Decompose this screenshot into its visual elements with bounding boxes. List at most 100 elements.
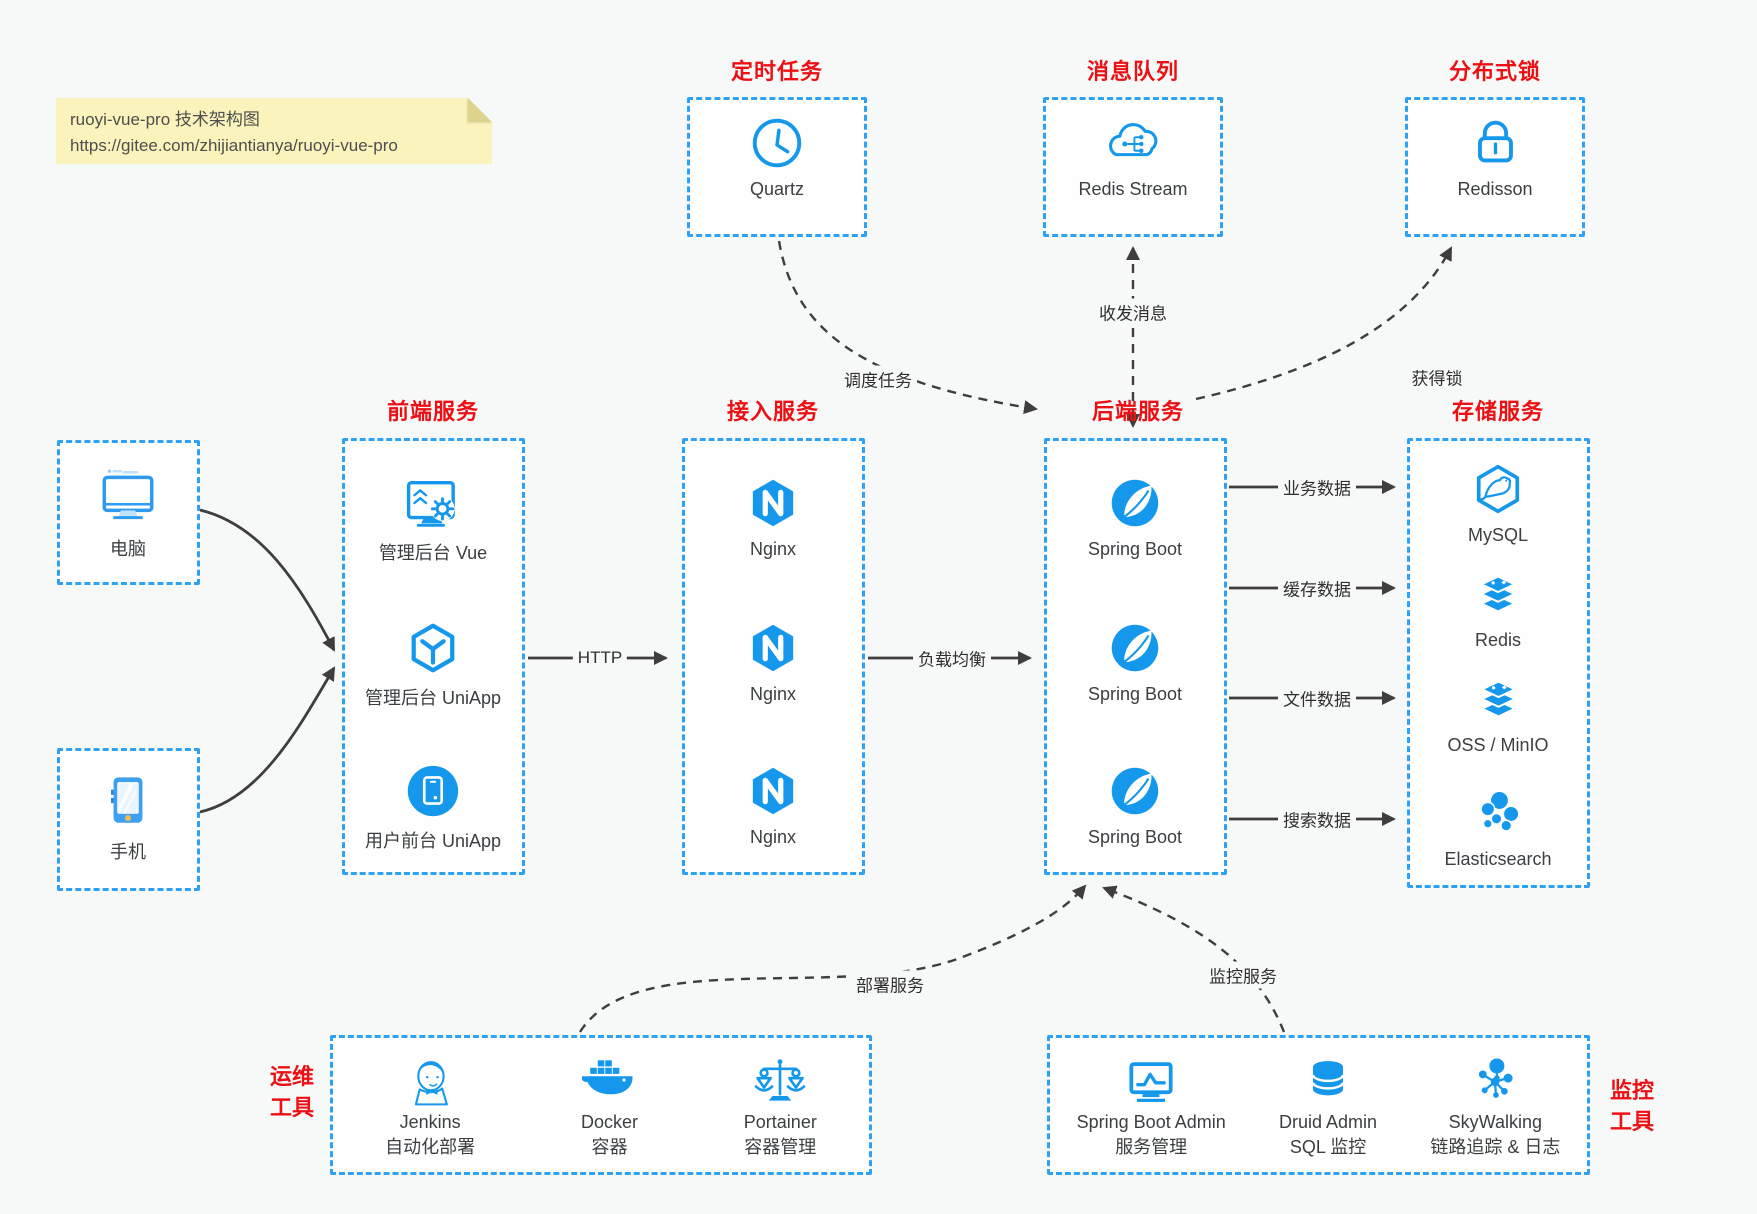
oss-minio-icon bbox=[1479, 680, 1517, 718]
note-url: https://gitee.com/zhijiantianya/ruoyi-vu… bbox=[70, 136, 398, 156]
sticky-note: ruoyi-vue-pro 技术架构图 https://gitee.com/zh… bbox=[56, 98, 492, 164]
node-spring-boot-3: Spring Boot bbox=[1088, 760, 1182, 848]
ops-item-desc: 容器管理 bbox=[744, 1137, 817, 1158]
edge-label-schedule-task: 调度任务 bbox=[839, 365, 917, 393]
box-distributed-lock bbox=[1405, 97, 1585, 237]
node-label: Spring Boot bbox=[1087, 539, 1183, 559]
title-scheduled-task: 定时任务 bbox=[730, 59, 824, 84]
node-nginx-2: Nginx bbox=[742, 617, 804, 705]
monitoring-item-desc: SQL 监控 bbox=[1289, 1137, 1367, 1158]
edge-label-search-data: 搜索数据 bbox=[1278, 805, 1356, 833]
nginx-icon bbox=[752, 767, 794, 815]
node-label: OSS / MinIO bbox=[1447, 735, 1549, 755]
node-label: Quartz bbox=[749, 179, 805, 199]
node-label: Nginx bbox=[749, 827, 797, 847]
node-label: 管理后台 Vue bbox=[378, 543, 488, 563]
node-admin-uniapp: 管理后台 UniApp bbox=[365, 617, 501, 710]
node-mysql: MySQL bbox=[1467, 458, 1529, 546]
edge-label-acquire-lock: 获得锁 bbox=[1406, 363, 1468, 391]
node-label: Nginx bbox=[749, 684, 797, 704]
node-redis-stream: Redis Stream bbox=[1078, 112, 1188, 200]
ops-item-desc: 自动化部署 bbox=[385, 1137, 476, 1158]
node-phone: 手机 bbox=[95, 767, 161, 864]
title-ops-tools: 运维 工具 bbox=[269, 1064, 315, 1120]
computer-icon bbox=[102, 469, 154, 520]
edge-label-file-data: 文件数据 bbox=[1278, 684, 1356, 712]
spring-boot-icon bbox=[1111, 624, 1159, 672]
connector-computer-frontend bbox=[199, 508, 336, 652]
edge-label-monitor-service: 监控服务 bbox=[1204, 961, 1282, 989]
connector-phone-frontend bbox=[199, 666, 336, 814]
monitoring-item-sba: Spring Boot Admin 服务管理 bbox=[1077, 1050, 1226, 1160]
portainer-icon bbox=[755, 1059, 806, 1101]
title-gateway-services: 接入服务 bbox=[726, 399, 820, 424]
edge-label-http: HTTP bbox=[572, 647, 628, 669]
skywalking-icon bbox=[1479, 1058, 1513, 1098]
redis-icon bbox=[1479, 575, 1517, 613]
spring-boot-admin-icon bbox=[1129, 1062, 1173, 1102]
node-admin-vue: 管理后台 Vue bbox=[379, 472, 487, 565]
ops-item-name: Jenkins bbox=[399, 1112, 461, 1132]
monitoring-item-name: SkyWalking bbox=[1448, 1112, 1543, 1132]
lock-icon bbox=[1477, 120, 1513, 163]
node-label: 用户前台 UniApp bbox=[364, 831, 502, 851]
docker-icon bbox=[582, 1060, 633, 1095]
monitoring-item-skywalking: SkyWalking 链路追踪 & 日志 bbox=[1430, 1050, 1560, 1160]
node-spring-boot-1: Spring Boot bbox=[1088, 472, 1182, 560]
node-redis: Redis bbox=[1467, 563, 1529, 651]
node-label: Redis bbox=[1474, 630, 1522, 650]
node-spring-boot-2: Spring Boot bbox=[1088, 617, 1182, 705]
note-title: ruoyi-vue-pro 技术架构图 bbox=[70, 110, 260, 129]
ops-item-desc: 容器 bbox=[591, 1137, 628, 1158]
admin-vue-icon bbox=[407, 480, 456, 527]
node-user-uniapp: 用户前台 UniApp bbox=[365, 760, 501, 853]
spring-boot-icon bbox=[1111, 479, 1159, 527]
cloud-stream-icon bbox=[1108, 123, 1157, 157]
edge-label-cache-data: 缓存数据 bbox=[1278, 574, 1356, 602]
edge-label-deploy-service: 部署服务 bbox=[851, 970, 929, 998]
node-elasticsearch: Elasticsearch bbox=[1444, 782, 1552, 870]
ops-item-jenkins: Jenkins 自动化部署 bbox=[385, 1050, 475, 1160]
user-uniapp-icon bbox=[407, 765, 459, 817]
connector-monitor-service bbox=[1102, 885, 1286, 1033]
node-label: Spring Boot bbox=[1087, 827, 1183, 847]
title-message-queue: 消息队列 bbox=[1086, 59, 1180, 84]
node-label: 管理后台 UniApp bbox=[364, 688, 502, 708]
elasticsearch-icon bbox=[1479, 790, 1520, 832]
title-backend-services: 后端服务 bbox=[1091, 399, 1185, 424]
title-monitoring-tools: 监控 工具 bbox=[1609, 1078, 1655, 1134]
node-label: Redisson bbox=[1457, 179, 1533, 199]
node-label: MySQL bbox=[1467, 525, 1528, 545]
box-storage-services bbox=[1407, 438, 1590, 888]
edge-label-send-receive-message: 收发消息 bbox=[1094, 298, 1172, 326]
title-frontend-services: 前端服务 bbox=[386, 399, 480, 424]
node-computer: 电脑 bbox=[95, 464, 161, 561]
node-label: Spring Boot bbox=[1087, 684, 1183, 704]
node-label: Redis Stream bbox=[1078, 179, 1188, 199]
edge-label-business-data: 业务数据 bbox=[1278, 473, 1356, 501]
monitoring-item-name: Druid Admin bbox=[1279, 1112, 1378, 1132]
ops-item-name: Portainer bbox=[743, 1112, 817, 1132]
node-nginx-1: Nginx bbox=[742, 472, 804, 560]
box-message-queue bbox=[1043, 97, 1223, 237]
connector-deploy-service bbox=[578, 884, 1087, 1033]
jenkins-icon bbox=[415, 1061, 449, 1106]
monitoring-item-desc: 链路追踪 & 日志 bbox=[1430, 1137, 1561, 1158]
ops-item-docker: Docker 容器 bbox=[579, 1050, 639, 1160]
smartphone-icon bbox=[110, 777, 143, 823]
clock-icon bbox=[752, 118, 802, 168]
box-ops-tools: Jenkins 自动化部署 Docker 容器 bbox=[330, 1035, 872, 1175]
spring-boot-icon bbox=[1111, 767, 1159, 815]
druid-icon bbox=[1311, 1061, 1345, 1096]
uniapp-hexagon-icon bbox=[411, 623, 455, 673]
node-oss-minio: OSS / MinIO bbox=[1447, 668, 1549, 756]
monitoring-item-name: Spring Boot Admin bbox=[1076, 1112, 1226, 1132]
node-quartz: Quartz bbox=[746, 112, 808, 200]
title-distributed-lock: 分布式锁 bbox=[1448, 59, 1542, 84]
node-label: 电脑 bbox=[110, 539, 146, 559]
ops-item-portainer: Portainer 容器管理 bbox=[744, 1050, 817, 1160]
nginx-icon bbox=[752, 624, 794, 672]
edge-label-load-balance: 负载均衡 bbox=[913, 644, 991, 672]
node-label: Nginx bbox=[749, 539, 797, 559]
